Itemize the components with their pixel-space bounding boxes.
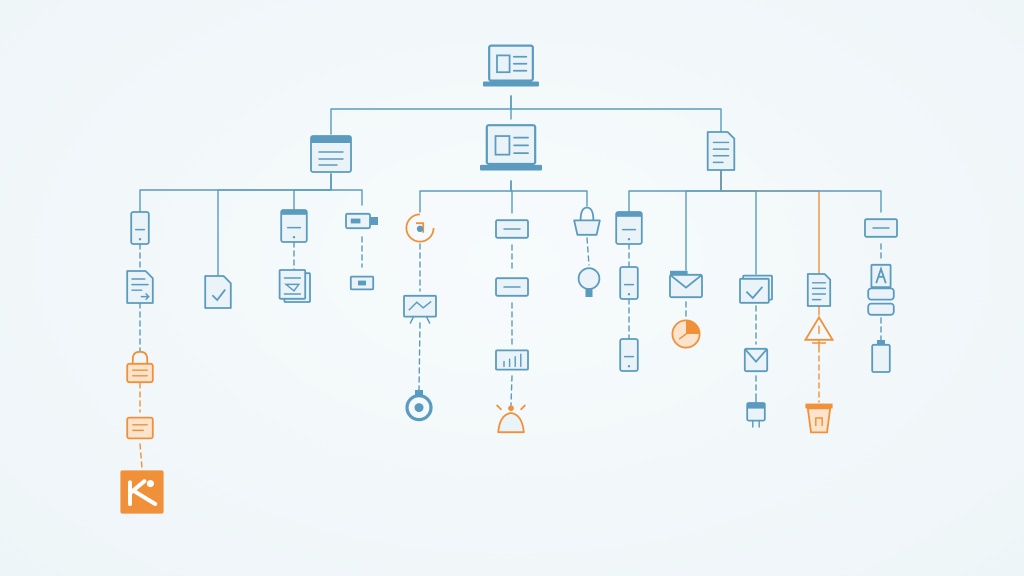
phone-icon [130, 211, 150, 245]
document-check-icon [204, 275, 232, 309]
connector-refresh-e [419, 180, 512, 213]
database-icon [867, 287, 895, 316]
connector-mail-i [685, 169, 722, 271]
message-icon [126, 416, 154, 440]
icon-nodes [120, 44, 898, 514]
chip-icon [349, 275, 375, 291]
document-stack-icon [278, 269, 311, 303]
laptop-icon [483, 44, 539, 87]
connector-hub-right-document [510, 95, 722, 133]
card-icon [495, 219, 529, 239]
connector-card-l [720, 169, 882, 213]
connector-usb-d [330, 173, 363, 206]
laptop-icon [480, 124, 542, 171]
bar-chart-icon [495, 349, 529, 371]
phone-icon [619, 266, 639, 300]
connector-doc-k [720, 169, 820, 275]
connector-phone-a [139, 173, 332, 213]
mail-icon [669, 270, 703, 299]
connector-hub-left-window [330, 95, 512, 135]
usb-drive-icon [345, 212, 378, 230]
bulb-icon [577, 267, 601, 297]
image-stack-icon [739, 274, 773, 304]
lock-icon [126, 350, 154, 384]
card-icon [495, 277, 529, 297]
connector-ring-e [418, 322, 421, 391]
whiteboard-icon [403, 294, 437, 324]
connector-bulb-g [586, 237, 590, 266]
bell-icon [495, 404, 527, 434]
warning-icon [803, 315, 835, 348]
card-icon [864, 218, 898, 238]
mobile-device-icon [280, 209, 308, 243]
document-icon [806, 273, 832, 307]
connector-lines [139, 95, 882, 469]
window-icon [310, 135, 352, 173]
tool-tile-icon [120, 470, 164, 514]
phone-icon [619, 338, 639, 372]
font-icon [870, 263, 892, 289]
battery-icon [871, 340, 891, 373]
document-edit-icon [126, 270, 154, 304]
document-icon [706, 131, 736, 171]
connector-device-c [293, 173, 332, 211]
plug-icon [746, 394, 766, 428]
connector-tool-tile-a [139, 443, 143, 469]
connector-bag-g [510, 180, 588, 207]
connector-bell-f [510, 375, 513, 406]
clock-icon [671, 319, 701, 349]
bag-icon [573, 206, 601, 236]
connector-image-j [720, 169, 757, 275]
cup-icon [805, 403, 833, 434]
refresh-icon [405, 213, 435, 243]
tablet-icon [615, 211, 643, 245]
envelope-icon [743, 347, 769, 373]
ring-icon [405, 390, 433, 422]
